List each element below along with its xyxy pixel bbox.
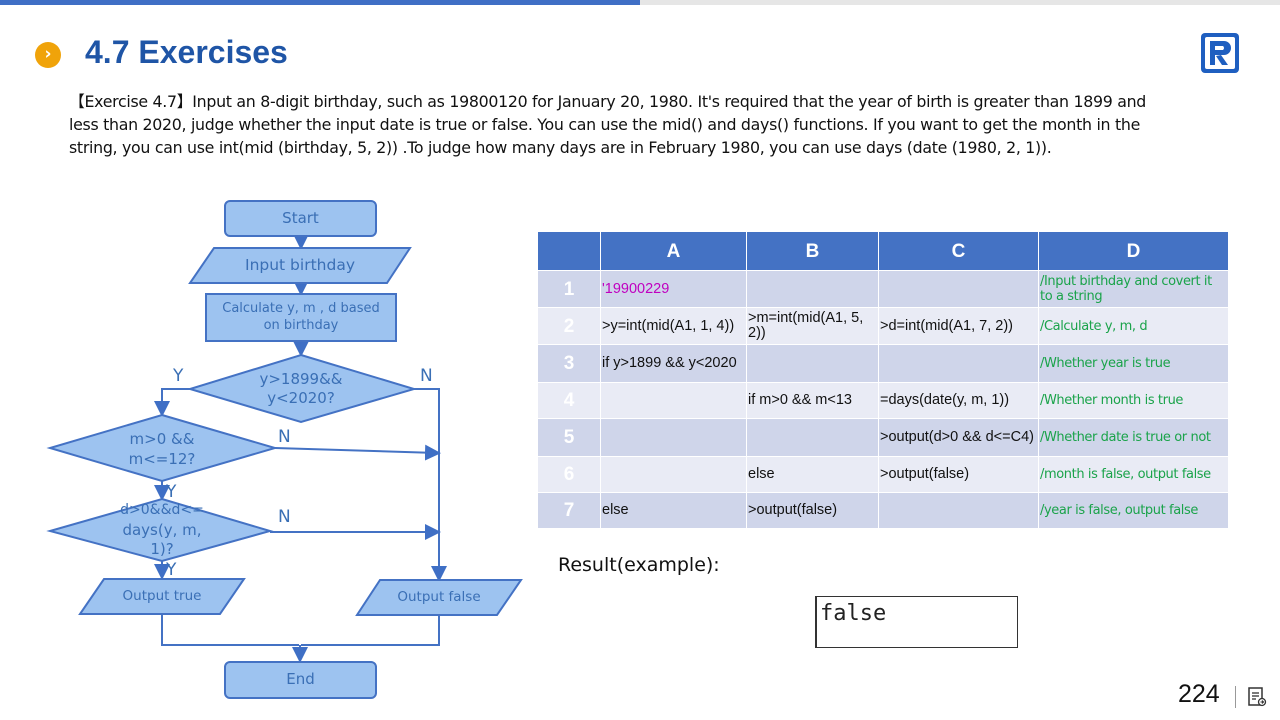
- flow-calculate: [205, 293, 397, 342]
- grid-cell[interactable]: if m>0 && m<13: [746, 382, 879, 419]
- grid-cell[interactable]: /Input birthday and covert it to a strin…: [1038, 270, 1229, 308]
- notes-icon[interactable]: [1247, 686, 1267, 708]
- flowchart: [46, 200, 523, 699]
- flow-output-true: [78, 578, 246, 615]
- flow-cond-month: [46, 413, 279, 483]
- grid-col-header: C: [878, 231, 1039, 271]
- grid-cell[interactable]: /Calculate y, m, d: [1038, 307, 1229, 345]
- flow-cond-day-label-2: days(y, m,: [122, 521, 202, 539]
- grid-cell[interactable]: =days(date(y, m, 1)): [878, 382, 1039, 419]
- grid-cell[interactable]: >d=int(mid(A1, 7, 2)): [878, 307, 1039, 345]
- grid-cell[interactable]: '19900229: [600, 270, 747, 308]
- grid-cell[interactable]: /month is false, output false: [1038, 456, 1229, 493]
- flow-yes-label: Y: [173, 366, 184, 386]
- grid-row-number: 4: [537, 382, 601, 419]
- flow-cond-year: [186, 353, 418, 424]
- flow-no-label: N: [278, 427, 291, 447]
- grid-row: 3 if y>1899 && y<2020 /Whether year is t…: [537, 344, 1229, 383]
- grid-row-number: 7: [537, 492, 601, 529]
- grid-cell[interactable]: /year is false, output false: [1038, 492, 1229, 529]
- flow-input-label: Input birthday: [245, 256, 355, 274]
- flow-calc-label-1: Calculate y, m , d based: [222, 301, 380, 316]
- result-label: Result(example):: [558, 554, 720, 576]
- grid-cell[interactable]: >m=int(mid(A1, 5, 2)): [746, 307, 879, 345]
- page-number: 224: [1178, 680, 1220, 708]
- flow-start-label: Start: [282, 209, 319, 227]
- grid-row: 2 >y=int(mid(A1, 1, 4)) >m=int(mid(A1, 5…: [537, 307, 1229, 345]
- grid-cell[interactable]: >output(false): [878, 456, 1039, 493]
- flow-no-label: N: [420, 366, 433, 386]
- grid-cell[interactable]: [878, 492, 1039, 529]
- grid-cell[interactable]: if y>1899 && y<2020: [600, 344, 747, 383]
- flow-cond-month-label-2: m<=12?: [128, 450, 196, 468]
- code-grid: A B C D 1 '19900229 /Input birthday and …: [537, 231, 1229, 529]
- grid-row: 7 else >output(false) /year is false, ou…: [537, 492, 1229, 529]
- grid-cell[interactable]: [600, 382, 747, 419]
- grid-row-number: 2: [537, 307, 601, 345]
- brand-logo-icon: [1201, 33, 1239, 73]
- flow-output-false-label: Output false: [397, 589, 481, 605]
- grid-cell[interactable]: [746, 344, 879, 383]
- result-value: false: [820, 601, 887, 626]
- grid-cell[interactable]: [878, 344, 1039, 383]
- grid-cell[interactable]: /Whether date is true or not: [1038, 418, 1229, 457]
- flow-calc-label-2: on birthday: [263, 318, 339, 333]
- flow-output-true-label: Output true: [122, 588, 202, 604]
- grid-cell[interactable]: /Whether year is true: [1038, 344, 1229, 383]
- grid-row-number: 3: [537, 344, 601, 383]
- flow-no-label: N: [278, 507, 291, 527]
- grid-cell[interactable]: /Whether month is true: [1038, 382, 1229, 419]
- flow-yes-label: Y: [166, 560, 177, 580]
- grid-cell[interactable]: else: [746, 456, 879, 493]
- grid-cell[interactable]: [600, 418, 747, 457]
- flow-start: [224, 200, 377, 237]
- flow-yes-label: Y: [166, 482, 177, 502]
- grid-cell[interactable]: >output(d>0 && d<=C4): [878, 418, 1039, 457]
- exercise-description: 【Exercise 4.7】Input an 8-digit birthday,…: [69, 92, 1147, 157]
- grid-row: 5 >output(d>0 && d<=C4) /Whether date is…: [537, 418, 1229, 457]
- flow-end-label: End: [286, 670, 315, 688]
- grid-col-header: A: [600, 231, 747, 271]
- top-progress-bar: [0, 0, 640, 5]
- flow-end: [224, 661, 377, 699]
- grid-row: 1 '19900229 /Input birthday and covert i…: [537, 270, 1229, 308]
- flow-output-false: [355, 579, 523, 616]
- flow-cond-year-label-2: y<2020?: [267, 389, 335, 407]
- footer-divider: [1235, 686, 1236, 708]
- flow-cond-day-label-3: 1)?: [150, 540, 174, 558]
- grid-col-header: B: [746, 231, 879, 271]
- grid-row-number: 5: [537, 418, 601, 457]
- grid-corner-cell: [537, 231, 601, 271]
- grid-cell[interactable]: [878, 270, 1039, 308]
- flow-input: [188, 247, 412, 284]
- grid-header-row: A B C D: [537, 231, 1229, 271]
- chevron-right-icon: ›: [35, 42, 61, 68]
- page-title: 4.7 Exercises: [85, 34, 288, 70]
- grid-row: 4 if m>0 && m<13 =days(date(y, m, 1)) /W…: [537, 382, 1229, 419]
- grid-cell[interactable]: else: [600, 492, 747, 529]
- flow-cond-day: [46, 497, 274, 563]
- grid-cell[interactable]: >output(false): [746, 492, 879, 529]
- grid-row-number: 1: [537, 270, 601, 308]
- grid-cell[interactable]: >y=int(mid(A1, 1, 4)): [600, 307, 747, 345]
- result-output-box: false: [815, 596, 1018, 648]
- grid-cell[interactable]: [746, 418, 879, 457]
- grid-cell[interactable]: [746, 270, 879, 308]
- top-progress-track: [640, 0, 1280, 5]
- grid-row: 6 else >output(false) /month is false, o…: [537, 456, 1229, 493]
- flow-cond-year-label-1: y>1899&&: [259, 370, 343, 388]
- grid-row-number: 6: [537, 456, 601, 493]
- grid-col-header: D: [1038, 231, 1229, 271]
- grid-cell[interactable]: [600, 456, 747, 493]
- flow-cond-month-label-1: m>0 &&: [129, 430, 195, 448]
- flow-cond-day-label-1: d>0&&d<=: [120, 502, 204, 518]
